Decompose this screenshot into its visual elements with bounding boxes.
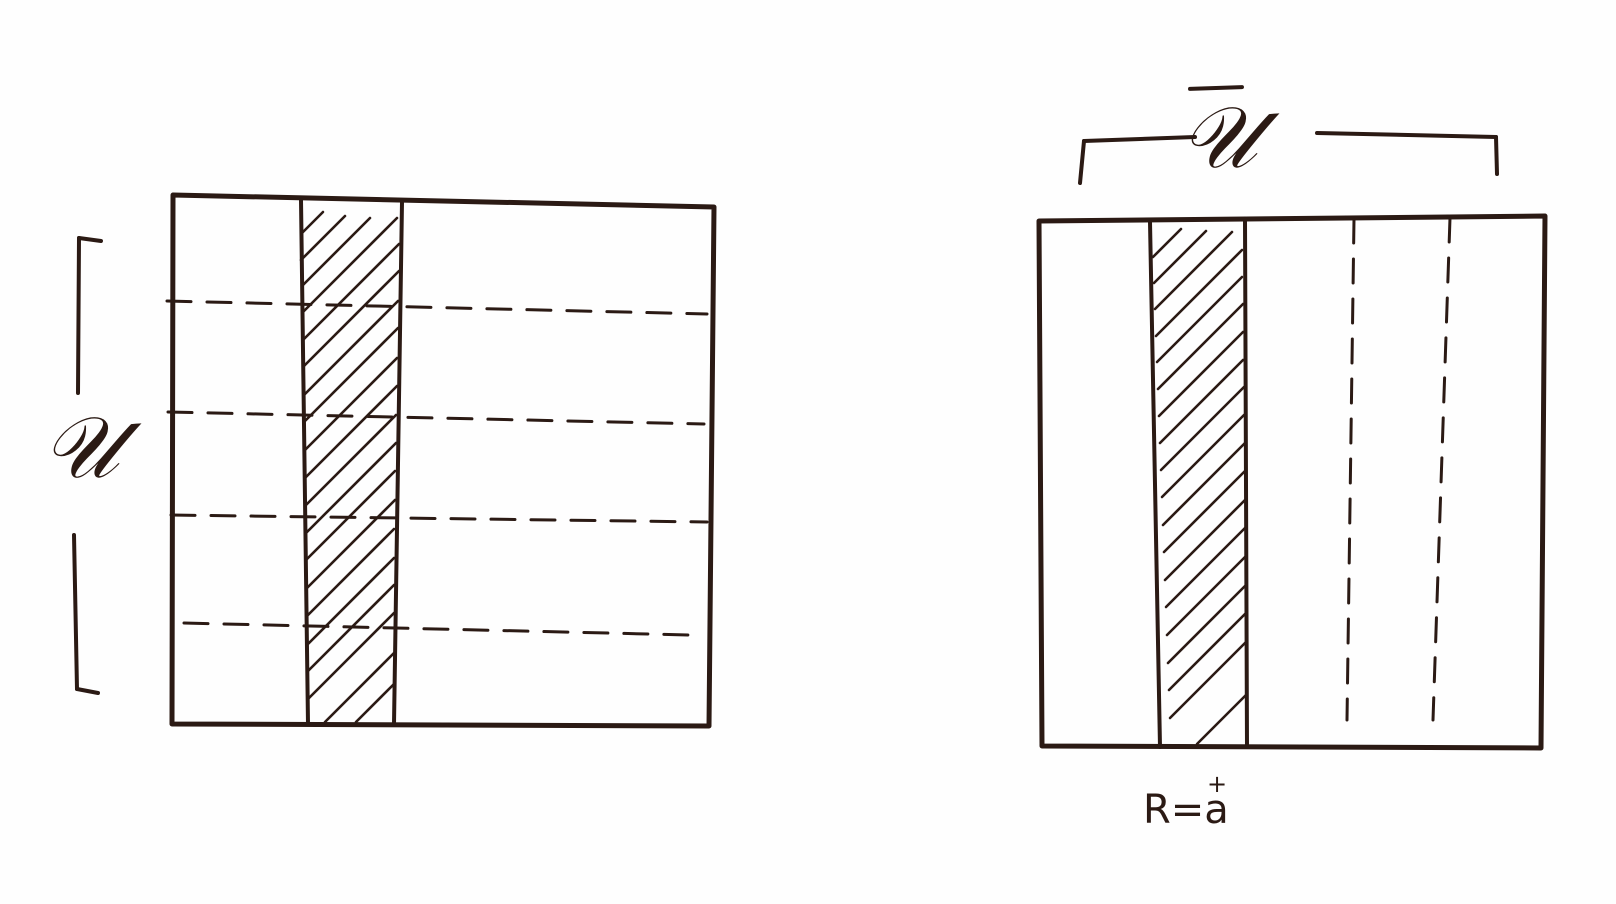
- left-hatch-line: [302, 326, 400, 424]
- right-diagram: [1036, 131, 1548, 751]
- right-caption: R=a: [1143, 787, 1229, 833]
- right-top-bracket-left-line: [1082, 135, 1197, 143]
- right-hatch-line: [1156, 302, 1245, 391]
- right-hatch-line: [1151, 227, 1183, 259]
- right-hatch-line: [1165, 554, 1248, 637]
- left-hatch-line: [306, 583, 396, 673]
- left-hatch-line: [305, 527, 396, 618]
- right-hatched-column-left-border: [1148, 220, 1162, 749]
- left-outer-box: [169, 192, 717, 729]
- right-hatch-line: [1152, 229, 1208, 285]
- left-dashed-row-4: [182, 621, 692, 637]
- left-hatched-column-left-border: [299, 198, 310, 726]
- right-hatch-line: [1153, 230, 1234, 311]
- left-axis-bracket-upper-line: [76, 236, 81, 395]
- right-hatch-line: [1155, 275, 1244, 364]
- left-hatch-line: [299, 214, 347, 262]
- right-hatch-line: [1161, 441, 1247, 527]
- right-top-bracket-right-line: [1315, 131, 1498, 139]
- left-dashed-row-3: [169, 513, 709, 524]
- left-axis-symbol: 𝒰: [42, 398, 119, 498]
- right-top-symbol: 𝒰: [1180, 88, 1257, 188]
- right-hatching: [1151, 227, 1248, 746]
- right-hatch-line: [1166, 583, 1248, 665]
- right-hatch-line: [1195, 693, 1248, 746]
- left-hatch-line: [299, 210, 325, 236]
- left-hatch-line: [302, 299, 400, 397]
- left-dashed-row-2: [166, 410, 706, 426]
- left-hatching: [299, 210, 401, 724]
- right-dashed-column-2: [1431, 216, 1452, 722]
- left-hatch-line: [303, 384, 399, 480]
- left-hatch-line: [303, 356, 399, 452]
- left-hatch-line: [306, 556, 396, 646]
- right-dashed-column-1: [1345, 217, 1356, 722]
- left-hatch-line: [304, 413, 398, 507]
- left-axis-bracket-lower-line: [72, 533, 79, 691]
- left-hatch-line: [300, 216, 372, 288]
- right-hatch-line: [1158, 358, 1245, 445]
- right-hatch-line: [1162, 469, 1247, 554]
- left-hatch-line: [301, 269, 401, 369]
- left-axis-bracket-bottom: [75, 687, 100, 695]
- right-hatch-line: [1157, 330, 1245, 418]
- left-hatch-line: [354, 682, 396, 724]
- right-hatch-line: [1167, 611, 1248, 692]
- left-hatch-line: [304, 469, 397, 562]
- right-hatch-line: [1159, 385, 1246, 472]
- right-top-bracket-right-tick: [1494, 135, 1499, 176]
- right-hatch-line: [1164, 525, 1248, 609]
- right-top-bracket-left-tick: [1078, 139, 1086, 185]
- right-hatch-line: [1160, 413, 1246, 499]
- left-dashed-row-1: [165, 299, 709, 316]
- left-hatched-column-right-border: [392, 200, 404, 726]
- right-hatch-line: [1163, 498, 1247, 582]
- left-hatch-line: [305, 498, 397, 590]
- right-outer-box: [1036, 213, 1548, 751]
- right-hatch-line: [1154, 248, 1244, 338]
- left-hatch-line: [300, 216, 399, 315]
- right-hatched-column-right-border: [1243, 218, 1249, 749]
- left-hatch-line: [304, 441, 398, 535]
- left-axis-bracket-top: [77, 236, 103, 243]
- right-hatch-line: [1168, 640, 1248, 720]
- left-diagram: [72, 192, 717, 729]
- left-hatch-line: [323, 651, 396, 724]
- right-caption-superscript: +: [1207, 770, 1228, 798]
- left-hatch-line: [301, 242, 401, 342]
- left-hatch-line: [306, 611, 396, 701]
